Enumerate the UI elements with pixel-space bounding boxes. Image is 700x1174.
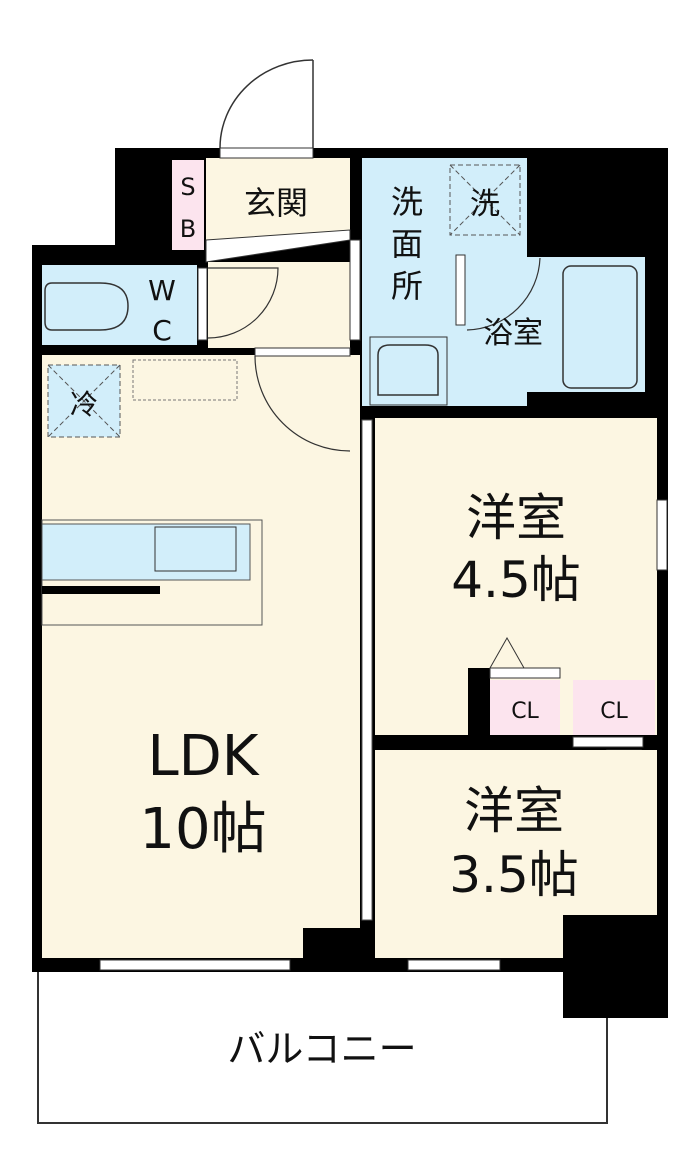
wc-label: W <box>148 274 176 307</box>
wc-label: C <box>152 314 172 347</box>
closet2-area <box>573 680 655 735</box>
balcony-label: バルコニー <box>227 1027 416 1071</box>
window-ldk <box>99 959 291 971</box>
window <box>656 499 668 571</box>
entrance-door-frame[interactable] <box>219 147 314 159</box>
bath-door[interactable] <box>455 254 466 326</box>
closet2-label: CL <box>600 699 628 724</box>
western1-size: 4.5帖 <box>451 551 581 609</box>
washer-pan <box>449 164 521 236</box>
entrance-label: 玄関 <box>244 184 308 222</box>
ldk-label: LDK <box>147 724 259 789</box>
wc-door-swing <box>207 267 279 339</box>
closet1-arrow <box>489 636 525 669</box>
ldk-area <box>42 355 360 958</box>
closet1-door <box>489 667 561 679</box>
pillar <box>303 928 368 960</box>
bathtub <box>562 265 638 389</box>
sink-bowl <box>377 344 439 396</box>
entrance-area <box>206 158 350 240</box>
kitchen-sink <box>154 526 237 572</box>
washroom-door[interactable] <box>349 239 361 341</box>
wc-door[interactable] <box>197 267 208 341</box>
entrance-door-swing <box>219 59 314 149</box>
closet1-area <box>490 680 560 735</box>
washroom-label: 面 <box>391 225 423 263</box>
sliding-door[interactable] <box>361 419 373 921</box>
closet2-door <box>572 736 644 748</box>
closet-wall <box>468 668 490 735</box>
shelf-outline <box>132 359 238 401</box>
bath-door-swing <box>466 257 541 331</box>
sb-label: S <box>180 173 195 201</box>
ldk-size: 10帖 <box>139 797 266 862</box>
fridge-cross <box>47 364 121 438</box>
western2-size: 3.5帖 <box>449 846 579 904</box>
washer-label: 洗 <box>470 187 500 222</box>
counter-wall <box>42 586 160 594</box>
fridge-label: 冷 <box>70 388 98 421</box>
washer-cross <box>449 164 521 236</box>
pillar <box>563 915 668 1018</box>
sb-label: B <box>180 215 196 243</box>
balcony <box>37 967 608 1124</box>
toilet-icon <box>44 282 129 331</box>
sb-area <box>172 160 204 250</box>
western2-label: 洋室 <box>464 782 564 840</box>
window-western2 <box>407 959 501 971</box>
washroom-label: 所 <box>391 267 423 305</box>
washroom-label: 洗 <box>391 183 423 221</box>
ldk-door-frame[interactable] <box>254 347 351 357</box>
closet1-label: CL <box>511 699 539 724</box>
ldk-door-swing <box>254 355 351 452</box>
bath-label: 浴室 <box>483 316 543 351</box>
western1-label: 洋室 <box>466 489 566 547</box>
